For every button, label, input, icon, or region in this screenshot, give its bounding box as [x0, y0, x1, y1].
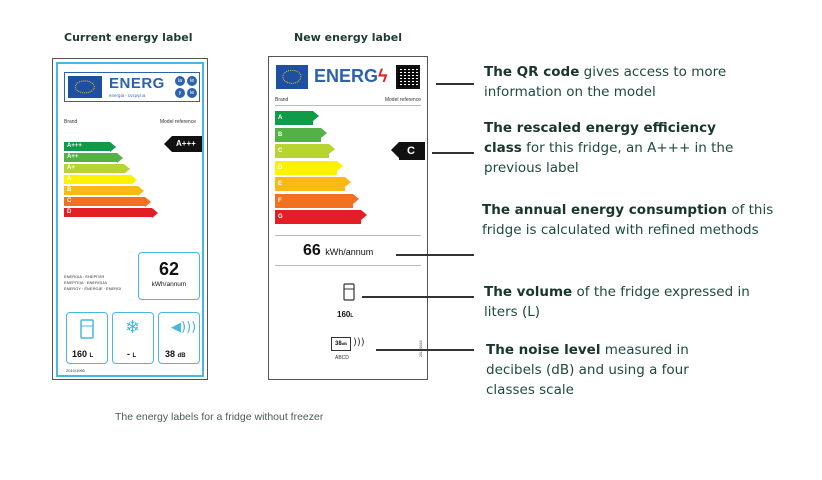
leader-line-noise — [376, 349, 474, 351]
qr-code-icon — [396, 65, 420, 89]
current-label-title: Current energy label — [64, 31, 193, 44]
current-noise-box: ◀))) 38 dB — [158, 312, 200, 364]
note-volume-text: of the fridge expressed in liters (L) — [484, 284, 750, 320]
note-noise-bold: The noise level — [486, 342, 601, 358]
new-energ-text: ENERG — [314, 66, 379, 86]
class-arrow-e: E — [275, 177, 351, 191]
note-volume: The volume of the fridge expressed in li… — [484, 282, 784, 322]
language-circle-icon: ie — [187, 88, 197, 98]
new-label-title: New energy label — [294, 31, 403, 44]
new-consumption: 66 kWh/annum — [303, 242, 373, 260]
fridge-icon — [343, 283, 355, 301]
new-noise-unit: dB — [341, 341, 348, 346]
new-rating-arrow: C — [391, 142, 425, 160]
class-arrow-d: D — [275, 160, 343, 175]
current-model-reference: Model reference — [159, 119, 196, 125]
note-qr-text: gives access to more information on the … — [484, 64, 727, 100]
note-qr: The QR code gives access to more informa… — [484, 62, 784, 102]
leader-line-volume — [362, 296, 474, 298]
class-arrow-aplusplusplus: A+++ — [64, 142, 116, 152]
note-volume-bold: The volume — [484, 284, 573, 300]
new-rating: C — [407, 145, 415, 157]
leader-line-class — [432, 152, 474, 154]
sound-waves-icon: ))) — [353, 337, 365, 348]
class-arrow-f: F — [275, 193, 359, 208]
current-freezer-box: ❄ - L — [112, 312, 154, 364]
note-noise: The noise level measured in decibels (dB… — [486, 340, 736, 400]
current-volume-value: 160 — [72, 349, 88, 359]
current-noise-unit: dB — [177, 353, 186, 359]
language-circle-icon: ia — [175, 76, 185, 86]
lightning-icon: ϟ — [378, 66, 388, 86]
new-volume-value: 160 — [337, 310, 351, 319]
current-freezer-value: - — [127, 349, 130, 359]
class-arrow-d: D — [64, 208, 158, 218]
snowflake-icon: ❄ — [125, 317, 141, 338]
note-qr-bold: The QR code — [484, 64, 580, 80]
current-noise-value: 38 — [165, 349, 176, 359]
class-arrow-c: C — [64, 197, 151, 207]
current-energ-logo: ENERG — [109, 75, 165, 92]
new-model-reference: Model reference — [384, 97, 421, 103]
note-class: The rescaled energy efficiency class for… — [484, 118, 754, 178]
new-noise-value: 38 — [334, 341, 342, 347]
current-label-header: ENERG energia · ενεργεια ia ie y ie — [64, 72, 200, 102]
class-arrow-g: G — [275, 210, 367, 224]
current-volume-unit: L — [89, 353, 94, 359]
current-consumption-box: 62 kWh/annum — [138, 252, 200, 300]
new-noise-box: 38dB — [331, 337, 351, 351]
class-arrow-a: A — [275, 111, 319, 125]
current-rating: A+++ — [176, 139, 196, 148]
new-label-header: ENERGϟ — [274, 63, 422, 93]
note-consumption-bold: The annual energy consumption — [482, 202, 728, 218]
current-rating-arrow: A+++ — [164, 136, 202, 152]
current-regulation: 2010/1060 — [66, 368, 85, 373]
divider — [275, 105, 421, 106]
note-noise-text: measured in decibels (dB) and using a fo… — [486, 342, 689, 398]
current-consumption-value: 62 — [158, 259, 180, 279]
note-class-bold: The rescaled energy efficiency class — [484, 120, 716, 156]
new-volume: 160L — [337, 310, 353, 319]
energy-word: ΕΝΕΡΓΕΙΑ · ENERGIJA — [64, 280, 107, 285]
new-brand: Brand — [275, 97, 289, 103]
class-arrow-aplus: A+ — [64, 164, 130, 174]
leader-line-consumption — [396, 254, 474, 256]
divider — [275, 235, 421, 236]
new-energ-logo: ENERGϟ — [314, 66, 388, 87]
language-circle-icon: ie — [187, 76, 197, 86]
current-consumption-unit: kWh/annum — [151, 281, 187, 288]
class-arrow-aplusplus: A++ — [64, 153, 123, 163]
class-arrow-b: B — [275, 127, 327, 142]
class-arrow-a: A — [64, 175, 137, 185]
current-volume-box: 160 L — [66, 312, 108, 364]
new-volume-unit: L — [350, 313, 354, 319]
note-consumption-text: of this fridge is calculated with refine… — [482, 202, 774, 238]
new-noise-scale: ABCD — [335, 355, 349, 361]
speaker-icon: ◀))) — [171, 320, 197, 335]
note-class-text: for this fridge, an A+++ in the previous… — [484, 140, 734, 176]
new-consumption-value: 66 — [303, 242, 321, 259]
divider — [275, 265, 421, 266]
current-energ-subtitle: energia · ενεργεια — [109, 93, 146, 98]
class-arrow-b: B — [64, 186, 144, 196]
current-energy-label: ENERG energia · ενεργεια ia ie y ie Bran… — [52, 58, 208, 380]
current-brand: Brand — [64, 119, 78, 125]
class-arrow-c: C — [275, 144, 335, 158]
leader-line-qr — [436, 83, 474, 85]
figure-caption: The energy labels for a fridge without f… — [115, 411, 324, 423]
language-circle-icon: y — [175, 88, 185, 98]
energy-word: ENERGY · ÉNERGIE · ENERGI — [64, 286, 122, 291]
energy-word: ENERGIA · ЕНЕРГИЯ — [64, 274, 105, 279]
current-label-frame: ENERG energia · ενεργεια ia ie y ie Bran… — [56, 62, 204, 377]
new-consumption-unit: kWh/annum — [325, 247, 374, 257]
fridge-icon — [80, 319, 94, 339]
eu-flag-icon — [68, 76, 102, 98]
current-freezer-unit: L — [132, 353, 137, 359]
eu-flag-icon — [276, 65, 308, 89]
note-consumption: The annual energy consumption of this fr… — [482, 200, 782, 240]
